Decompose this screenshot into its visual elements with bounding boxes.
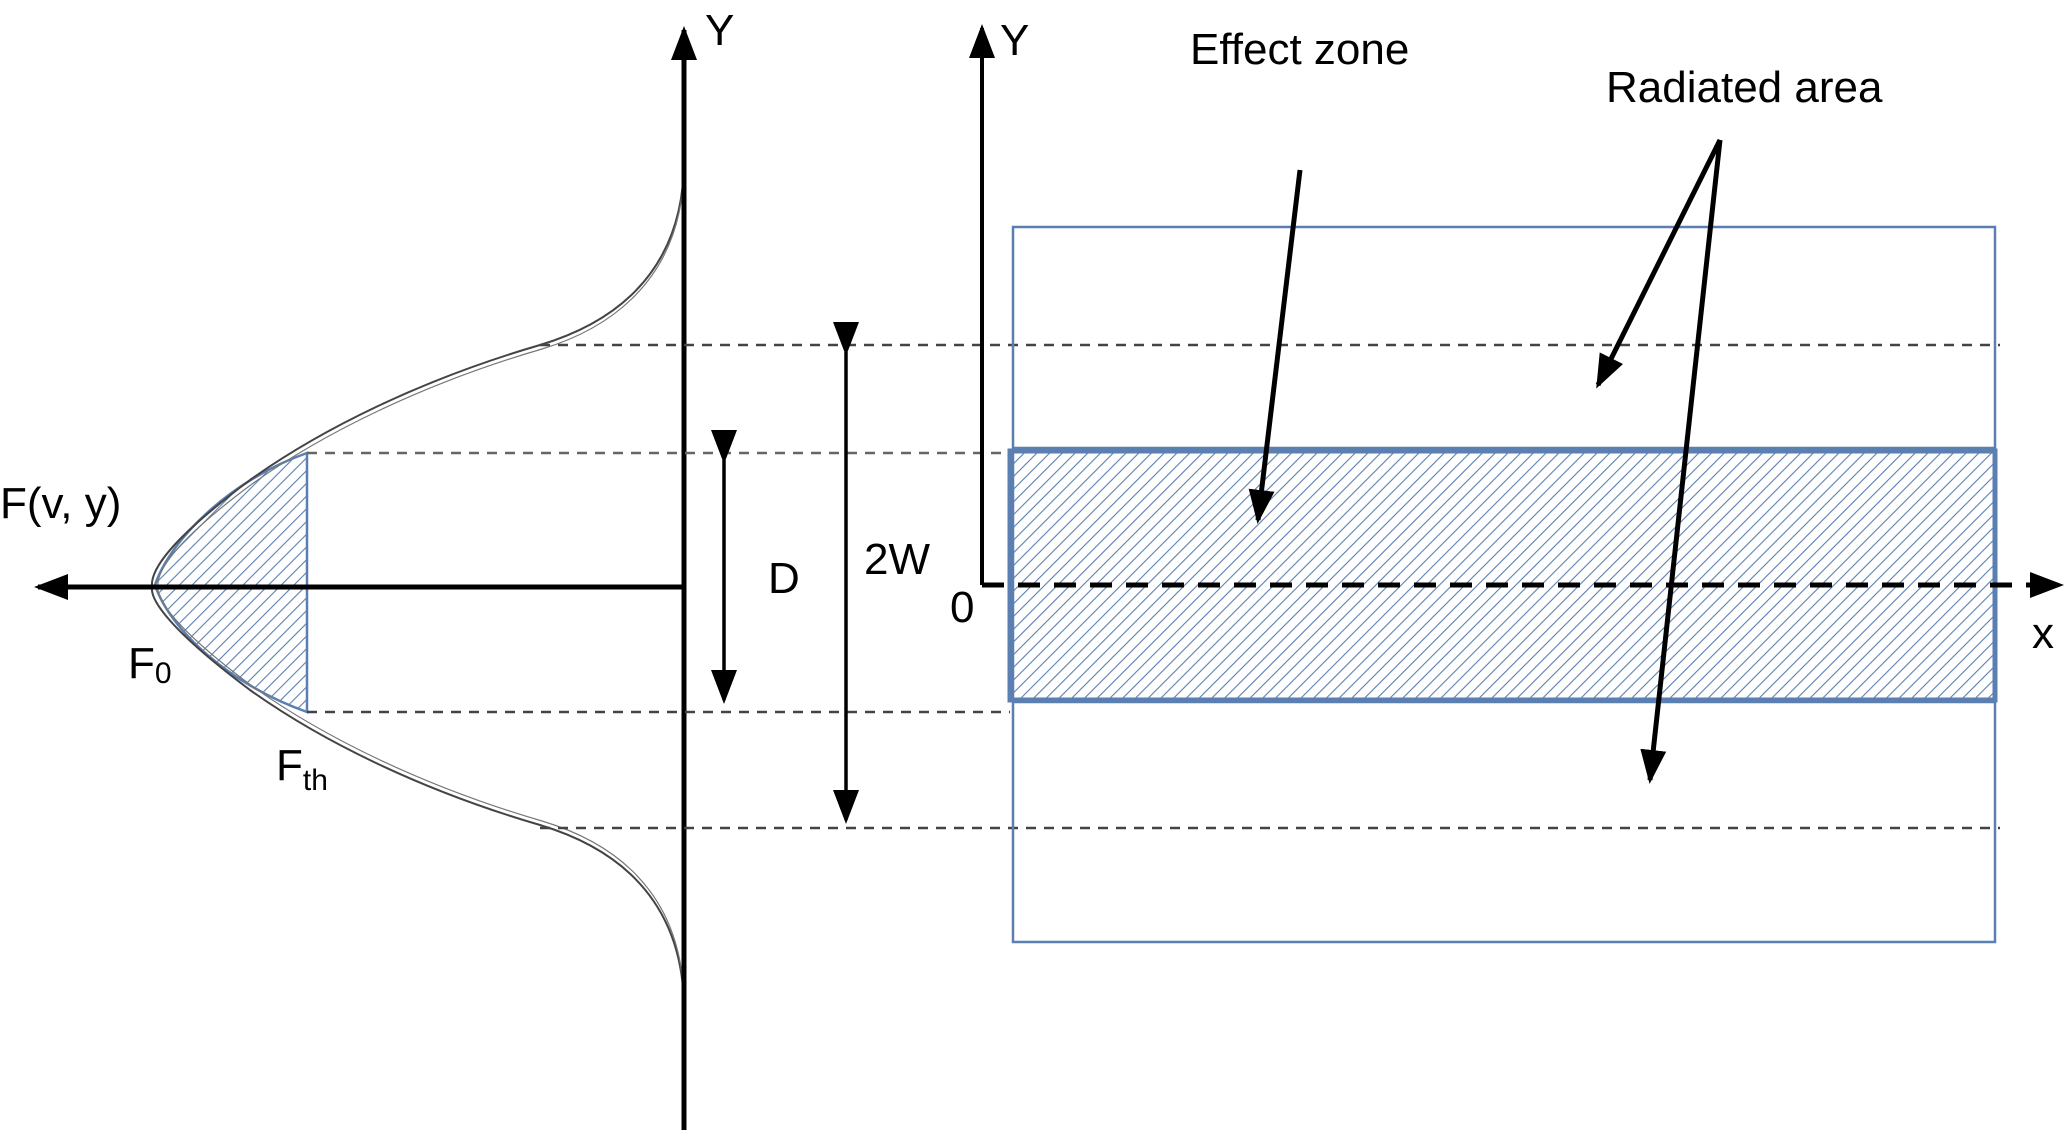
- effect-zone-label: Effect zone: [1190, 25, 1409, 74]
- ablation-region-hatch: [153, 451, 309, 714]
- radiated-area-pointer-lower: [1640, 139, 1723, 784]
- dimension-arrows: D 2W: [711, 322, 930, 824]
- effect-zone-rect: [1007, 448, 1998, 703]
- x-axis-label: x: [2032, 609, 2054, 658]
- guide-lines: [307, 343, 2000, 830]
- origin-label: 0: [950, 583, 974, 632]
- surface-panel: Y 0 x Effect zone Radiated area: [950, 16, 2064, 944]
- f0-label: F0: [128, 639, 172, 690]
- radiated-area-label: Radiated area: [1606, 63, 1883, 112]
- fluence-axis-label: F(v, y): [0, 479, 121, 528]
- d-label: D: [768, 554, 800, 603]
- effect-zone-pointer: [1248, 169, 1303, 524]
- y-axis-left-label: Y: [705, 6, 734, 55]
- fth-label: Fth: [276, 741, 328, 797]
- gaussian-profile-panel: Y F(v, y) F0 Fth: [0, 6, 734, 1130]
- y-axis-right-label: Y: [1000, 16, 1029, 65]
- radiated-area-pointer-upper: [1595, 138, 1723, 389]
- 2w-label: 2W: [864, 535, 930, 584]
